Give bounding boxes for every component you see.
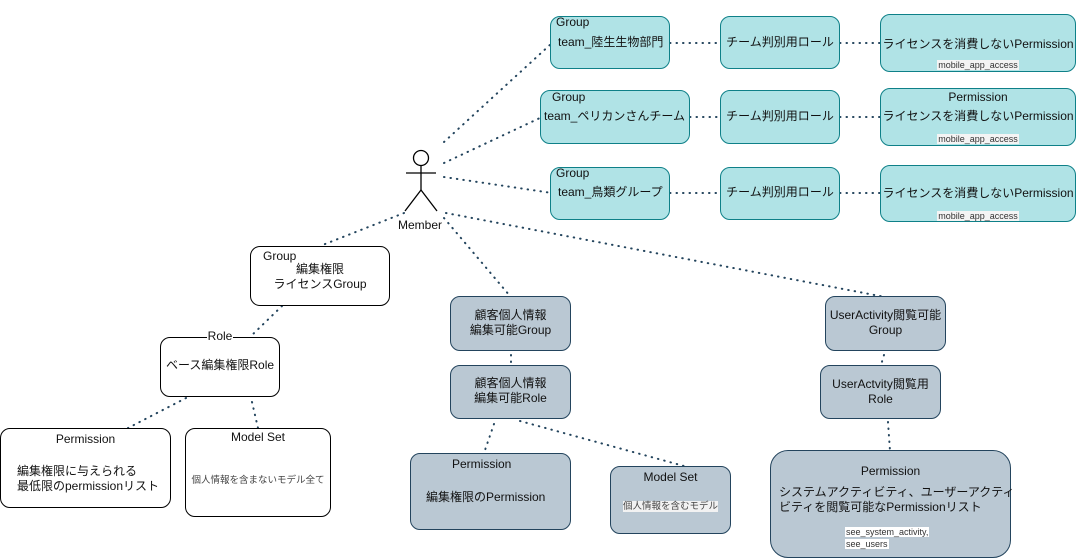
member-label: Member — [398, 218, 443, 232]
link-member-middle-group — [443, 217, 511, 297]
team-role-node[interactable]: チーム判別用ロール — [720, 90, 840, 144]
team-group-node[interactable]: Group team_ペリカンさんチーム — [540, 90, 690, 144]
node-type-label: Model Set — [230, 430, 286, 444]
permission-code: mobile_app_access — [937, 211, 1019, 221]
group-name-line1: 編集権限 — [295, 262, 344, 276]
link-middle-role-modelset — [519, 420, 685, 467]
node-type-label: Permission — [55, 432, 116, 446]
link-member-team3 — [443, 176, 553, 194]
node-type-label: Permission — [452, 457, 512, 471]
user-activity-permission-node[interactable]: Permission システムアクティビティ、ユーザーアクティ ビティを閲覧可能… — [770, 450, 1015, 558]
permission-name: 編集権限のPermission — [426, 490, 546, 504]
team-group-node[interactable]: Group team_陸生生物部門 — [550, 15, 670, 69]
stick-figure-icon — [404, 149, 438, 212]
group-name: team_陸生生物部門 — [558, 35, 664, 49]
team-role-node[interactable]: チーム判別用ロール — [720, 16, 840, 69]
permission-code: mobile_app_access — [937, 134, 1019, 144]
base-role-node[interactable]: Role ベース編集権限Role — [160, 329, 280, 397]
edit-permission-node[interactable]: Permission 編集権限のPermission — [410, 453, 571, 530]
permission-code: mobile_app_access — [937, 60, 1019, 70]
role-name-line1: 顧客個人情報 — [474, 376, 547, 390]
customer-info-group-node[interactable]: 顧客個人情報 編集可能Group — [450, 296, 571, 351]
team-group-node[interactable]: Group team_鳥類グループ — [550, 166, 670, 220]
link-member-team1 — [443, 42, 553, 143]
personal-model-set-node[interactable]: Model Set 個人情報を含むモデル — [610, 466, 731, 534]
node-type-label: Group — [263, 249, 297, 263]
node-type-label: Group — [556, 15, 590, 29]
group-name-line2: 編集可能Group — [469, 323, 552, 337]
license-group-node[interactable]: Group 編集権限 ライセンスGroup — [250, 246, 390, 306]
link-left-role-modelset — [251, 401, 259, 429]
link-member-left-group — [319, 212, 405, 247]
permission-code-2: see_users — [845, 539, 889, 549]
group-name-line1: UserActivity閲覧可能 — [829, 308, 942, 322]
permission-name: ライセンスを消費しないPermission — [882, 37, 1074, 51]
group-name-line1: 顧客個人情報 — [474, 308, 547, 322]
user-activity-group-node[interactable]: UserActivity閲覧可能 Group — [825, 296, 946, 351]
permission-code-1: see_system_activity, — [845, 527, 930, 537]
team-permission-node[interactable]: ライセンスを消費しないPermission mobile_app_access — [880, 165, 1076, 222]
link-right-group-role — [880, 354, 885, 366]
group-name-line2: ライセンスGroup — [273, 277, 367, 291]
node-type-label: Group — [556, 166, 590, 180]
member-actor[interactable] — [400, 148, 442, 212]
role-name: チーム判別用ロール — [726, 185, 834, 199]
node-type-label: Model Set — [643, 470, 698, 484]
link-member-team2 — [443, 116, 543, 164]
group-name: team_鳥類グループ — [558, 185, 663, 199]
team-permission-node[interactable]: ライセンスを消費しないPermission mobile_app_access — [880, 14, 1076, 72]
permission-desc-line1: 編集権限に与えられる — [17, 464, 138, 478]
role-name: チーム判別用ロール — [726, 35, 834, 49]
model-set-desc: 個人情報を含むモデル — [622, 501, 718, 512]
link-left-role-perm — [127, 397, 187, 429]
node-type-label: Group — [552, 90, 586, 104]
node-type-label: Permission — [948, 90, 1008, 104]
team-permission-node[interactable]: Permission ライセンスを消費しないPermission mobile_… — [880, 88, 1076, 146]
permission-desc-line2: 最低限のpermissionリスト — [17, 479, 160, 493]
model-set-node[interactable]: Model Set 個人情報を含まないモデル全て — [185, 428, 331, 517]
role-name: チーム判別用ロール — [726, 109, 834, 123]
role-name: ベース編集権限Role — [165, 358, 275, 372]
customer-info-role-node[interactable]: 顧客個人情報 編集可能Role — [450, 365, 571, 419]
node-type-label: Role — [206, 329, 234, 343]
permission-desc-line1: システムアクティビティ、ユーザーアクティ — [779, 485, 1015, 499]
node-type-label: Permission — [860, 464, 921, 478]
permission-name: ライセンスを消費しないPermission — [882, 186, 1074, 200]
role-name-line2: Role — [868, 392, 893, 406]
group-name: team_ペリカンさんチーム — [544, 109, 685, 123]
link-right-role-perm — [887, 421, 891, 452]
user-activity-role-node[interactable]: UserActvity閲覧用 Role — [820, 365, 941, 419]
permission-name: ライセンスを消費しないPermission — [882, 109, 1074, 123]
base-permission-node[interactable]: Permission 編集権限に与えられる 最低限のpermissionリスト — [0, 428, 171, 508]
role-name-line2: 編集可能Role — [474, 391, 547, 405]
link-left-group-role — [249, 305, 283, 338]
link-middle-role-perm — [483, 423, 495, 454]
team-role-node[interactable]: チーム判別用ロール — [720, 167, 840, 220]
link-member-right-group — [445, 212, 886, 298]
model-set-desc: 個人情報を含まないモデル全て — [191, 475, 325, 486]
permission-desc-line2: ビティを閲覧可能なPermissionリスト — [779, 500, 982, 514]
group-name-line2: Group — [868, 323, 903, 337]
role-name-line1: UserActvity閲覧用 — [832, 377, 929, 391]
